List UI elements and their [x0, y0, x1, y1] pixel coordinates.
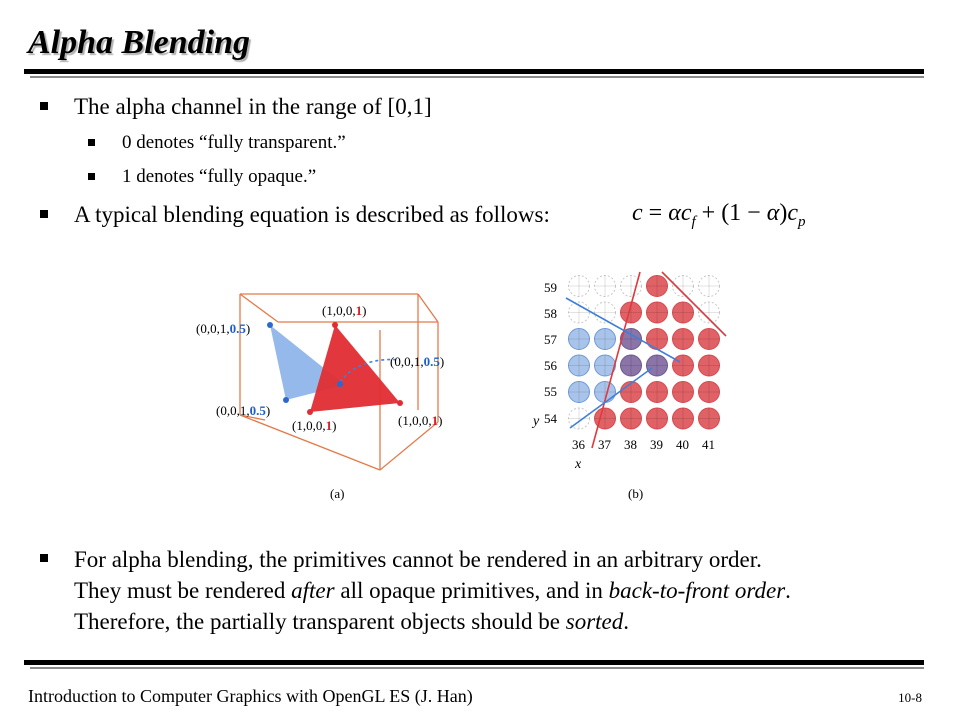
figure-b-label: (b): [628, 486, 643, 501]
y-tick: 55: [544, 384, 557, 399]
footer-page-number: 10-8: [898, 690, 922, 705]
vertex-bl: [283, 397, 289, 403]
y-tick: 56: [544, 358, 558, 373]
y-axis-label: y: [531, 414, 540, 429]
label-br: (1,0,0,1): [398, 413, 442, 428]
red-edge-line: [591, 271, 641, 449]
vertex-tl: [267, 322, 273, 328]
vertex-top: [332, 322, 338, 328]
bullet-square-icon: [40, 102, 48, 110]
pixel-cell: [646, 301, 668, 324]
x-tick: 40: [676, 437, 689, 452]
y-tick: 57: [544, 332, 558, 347]
figure-a-triangles: (0,0,1,0.5) (1,0,0,1) (0,0,1,0.5) (0,0,1…: [196, 293, 444, 501]
pixel-cell: [698, 328, 720, 350]
pixel-cell: [594, 275, 616, 297]
pixel-cell: [672, 407, 694, 430]
red-edge-line: [661, 271, 727, 337]
pixel-cell: [594, 354, 616, 377]
label-bottom: (1,0,0,1): [292, 418, 336, 433]
pixel-cell: [620, 354, 642, 377]
pixel-cell: [672, 381, 694, 403]
y-tick: 59: [544, 280, 557, 295]
figure-a-label: (a): [330, 486, 344, 501]
paragraph-line-1: For alpha blending, the primitives canno…: [74, 547, 762, 572]
pixel-cell: [646, 381, 668, 403]
pixel-cell: [568, 407, 590, 430]
x-tick: 36: [572, 437, 586, 452]
figure-b-pixel-grid: 59 58 57 56 55 54 y 36 37 38 39 40 41 x …: [531, 271, 727, 501]
pixel-cell: [568, 301, 590, 324]
pixel-cell: [594, 407, 616, 430]
pixel-cell: [568, 328, 590, 350]
x-axis-label: x: [574, 457, 582, 472]
pixel-cell: [698, 354, 720, 377]
blue-edge-line: [565, 297, 681, 363]
pixel-cell: [620, 328, 642, 350]
pixel-cell: [646, 407, 668, 430]
blending-equation: c = αcf + (1 − α)cp: [632, 200, 806, 230]
vertex-br: [397, 400, 403, 406]
bullet-square-icon: [40, 554, 48, 562]
pixel-cells: [568, 275, 720, 430]
x-tick: 41: [702, 437, 715, 452]
pixel-cell: [568, 381, 590, 403]
y-tick: 54: [544, 411, 558, 426]
vertex-bottom: [307, 409, 313, 415]
bullet-square-icon: [88, 173, 95, 180]
pixel-cell: [568, 354, 590, 377]
label-top: (1,0,0,1): [322, 303, 366, 318]
pixel-cell: [698, 301, 720, 324]
pixel-cell: [594, 328, 616, 350]
label-right: (0,0,1,0.5): [390, 354, 444, 369]
paragraph-line-2: They must be rendered after all opaque p…: [74, 578, 791, 603]
vertex-mid: [337, 381, 343, 387]
label-tl: (0,0,1,0.5): [196, 321, 250, 336]
pixel-cell: [698, 275, 720, 297]
pixel-cell: [698, 381, 720, 403]
paragraph-line-3: Therefore, the partially transparent obj…: [74, 609, 630, 634]
x-tick: 38: [624, 437, 637, 452]
pixel-cell: [646, 354, 668, 377]
pixel-cell: [672, 275, 694, 297]
x-tick: 37: [598, 437, 612, 452]
blue-edge-line: [569, 367, 653, 429]
bullet-square-icon: [88, 139, 95, 146]
x-tick: 39: [650, 437, 663, 452]
pixel-cell: [672, 301, 694, 324]
title-rule: [24, 69, 924, 78]
dashed-curve: [339, 358, 401, 383]
y-tick: 58: [544, 306, 557, 321]
pixel-cell: [672, 328, 694, 350]
footer-course-title: Introduction to Computer Graphics with O…: [28, 686, 473, 706]
pixel-cell: [698, 407, 720, 430]
footer-rule: [24, 660, 924, 669]
pixel-cell: [620, 275, 642, 297]
pixel-cell: [568, 275, 590, 297]
bullet-square-icon: [40, 210, 48, 218]
label-bl: (0,0,1,0.5): [216, 403, 270, 418]
slide-title: Alpha Blending: [28, 24, 251, 61]
pixel-cell: [646, 275, 668, 297]
pixel-cell: [620, 407, 642, 430]
